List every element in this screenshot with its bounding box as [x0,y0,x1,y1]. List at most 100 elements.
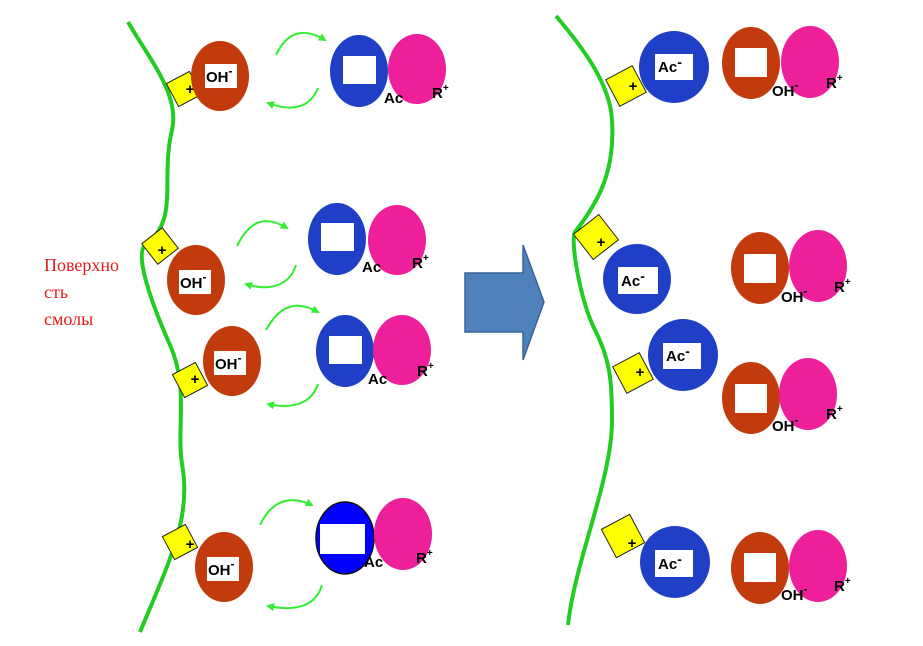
solution-ion-pair-right-4: OH- R+ [731,530,851,604]
exchange-arrow [265,304,320,331]
site-charge-label: + [186,536,195,553]
exchange-arrows [236,32,327,612]
cation [779,358,837,430]
fixed-charge-site [141,227,179,265]
svg-text:Ac-: Ac- [658,551,682,573]
exchange-arrow [244,264,297,290]
exchange-site-left-1: + OH- [165,41,249,111]
anion-charge: - [685,343,690,359]
exchange-site-left-4: + OH- [161,523,253,602]
svg-text:OH-: OH- [781,582,808,604]
svg-text:OH-: OH- [180,270,207,292]
fixed-charge-site [612,352,654,394]
site-charge-label: + [629,78,638,95]
svg-text:R+: R+ [416,548,433,567]
cation [781,26,839,98]
cation [388,34,446,104]
hydroxide-label: OH [206,69,229,86]
exchange-arrow [259,498,314,526]
cation-charge: + [845,576,851,587]
svg-text:Ac-: Ac- [666,343,690,365]
exchange-site-left-3: + OH- [171,326,261,399]
cation [368,205,426,275]
resin-surface-caption: Поверхно сть смолы [44,252,144,333]
solution-ion-pair-right-3: OH- R+ [722,358,843,435]
svg-text:R+: R+ [412,253,429,272]
caption-line: сть [44,282,69,302]
solution-ion-pair-left-1: Ac R+ [330,34,449,107]
cation-label: R [826,75,837,92]
cation-label: R [432,85,443,102]
exchange-arrow [266,87,319,109]
hydroxide-charge: - [229,64,233,78]
site-charge-label: + [597,234,606,251]
hydroxide-label: OH [215,356,238,373]
svg-text:OH-: OH- [215,351,242,373]
solution-ion-pair-right-2: OH- R+ [731,230,851,306]
svg-text:R+: R+ [826,404,843,423]
anion-label: Ac [666,348,685,365]
cation [374,498,432,570]
hydroxide-charge: - [795,78,799,92]
exchange-arrow [266,383,319,410]
anion-label: Ac [658,59,677,76]
fixed-charge-site [600,513,646,559]
svg-text:OH-: OH- [208,557,235,579]
exchange-site-right-1: + Ac- [605,31,709,107]
cation-charge: + [845,277,851,288]
cation-charge: + [443,83,449,94]
solution-ion-pair-left-4: Ac R+ [315,498,433,575]
fixed-charge-site [605,65,647,107]
site-charge-label: + [191,371,200,388]
cation-charge: + [837,73,843,84]
cation-label: R [834,578,845,595]
cation-label: R [417,363,428,380]
site-charge-label: + [186,81,195,98]
fixed-charge-site [572,213,620,261]
site-charge-label: + [636,364,645,381]
exchange-site-right-4: + Ac- [600,513,710,598]
cation-label: R [834,279,845,296]
cation-charge: + [837,404,843,415]
hydroxide-charge: - [804,284,808,298]
site-charge-label: + [628,535,637,552]
anion-label: Ac [384,90,403,107]
cation-charge: + [423,253,429,264]
hydroxide-charge: - [804,582,808,596]
fixed-charge-site [161,523,199,561]
hydroxide-label: OH [781,289,804,306]
anion-label: Ac [658,556,677,573]
svg-text:OH-: OH- [772,413,799,435]
caption-line: смолы [44,309,94,329]
svg-text:R+: R+ [834,277,851,296]
svg-text:Ac: Ac [364,554,383,571]
caption-line: Поверхно [44,255,120,275]
cation [789,230,847,302]
hydroxide-label: OH [180,275,203,292]
hydroxide-charge: - [238,351,242,365]
svg-text:Ac-: Ac- [621,268,645,290]
resin-surface-line-right [554,14,615,626]
anion-label: Ac [368,371,387,388]
hydroxide-charge: - [203,270,207,284]
cation-charge: + [427,548,433,559]
exchange-arrow [275,32,327,56]
hydroxide-charge: - [231,557,235,571]
hydroxide-label: OH [772,83,795,100]
svg-text:Ac-: Ac- [658,54,682,76]
anion-charge: - [640,268,645,284]
hydroxide-label: OH [208,562,231,579]
site-charge-label: + [158,242,167,259]
cation-label: R [412,255,423,272]
solution-ion-pair-left-3: Ac R+ [316,315,434,388]
anion-charge: - [677,54,682,70]
exchange-site-left-2: + OH- [141,227,225,315]
svg-text:R+: R+ [826,73,843,92]
svg-text:OH-: OH- [781,284,808,306]
cation [789,530,847,602]
exchange-arrow [266,584,323,612]
anion-charge: - [677,551,682,567]
svg-text:Ac: Ac [384,90,403,107]
cation-charge: + [428,361,434,372]
